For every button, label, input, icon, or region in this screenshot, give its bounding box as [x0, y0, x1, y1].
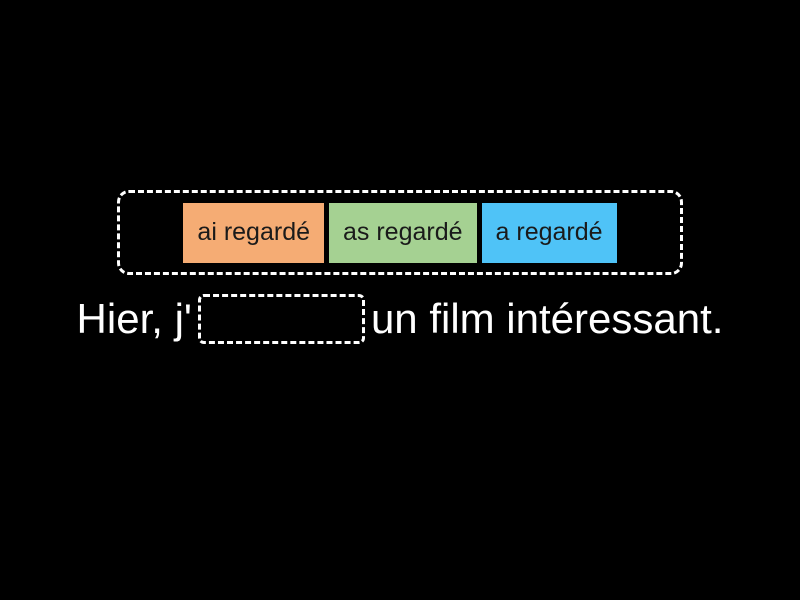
sentence-text-before-blank: Hier, j' [76, 295, 192, 342]
answer-bank[interactable]: ai regardé as regardé a regardé [117, 190, 683, 275]
sentence-row: Hier, j' un film intéressant. [0, 294, 800, 344]
option-tile-0[interactable]: ai regardé [183, 202, 324, 263]
blank-drop-slot[interactable] [197, 294, 365, 344]
option-tile-1[interactable]: as regardé [329, 202, 477, 263]
sentence-text-after-blank: un film intéressant. [370, 295, 724, 342]
option-tile-2[interactable]: a regardé [481, 202, 617, 263]
